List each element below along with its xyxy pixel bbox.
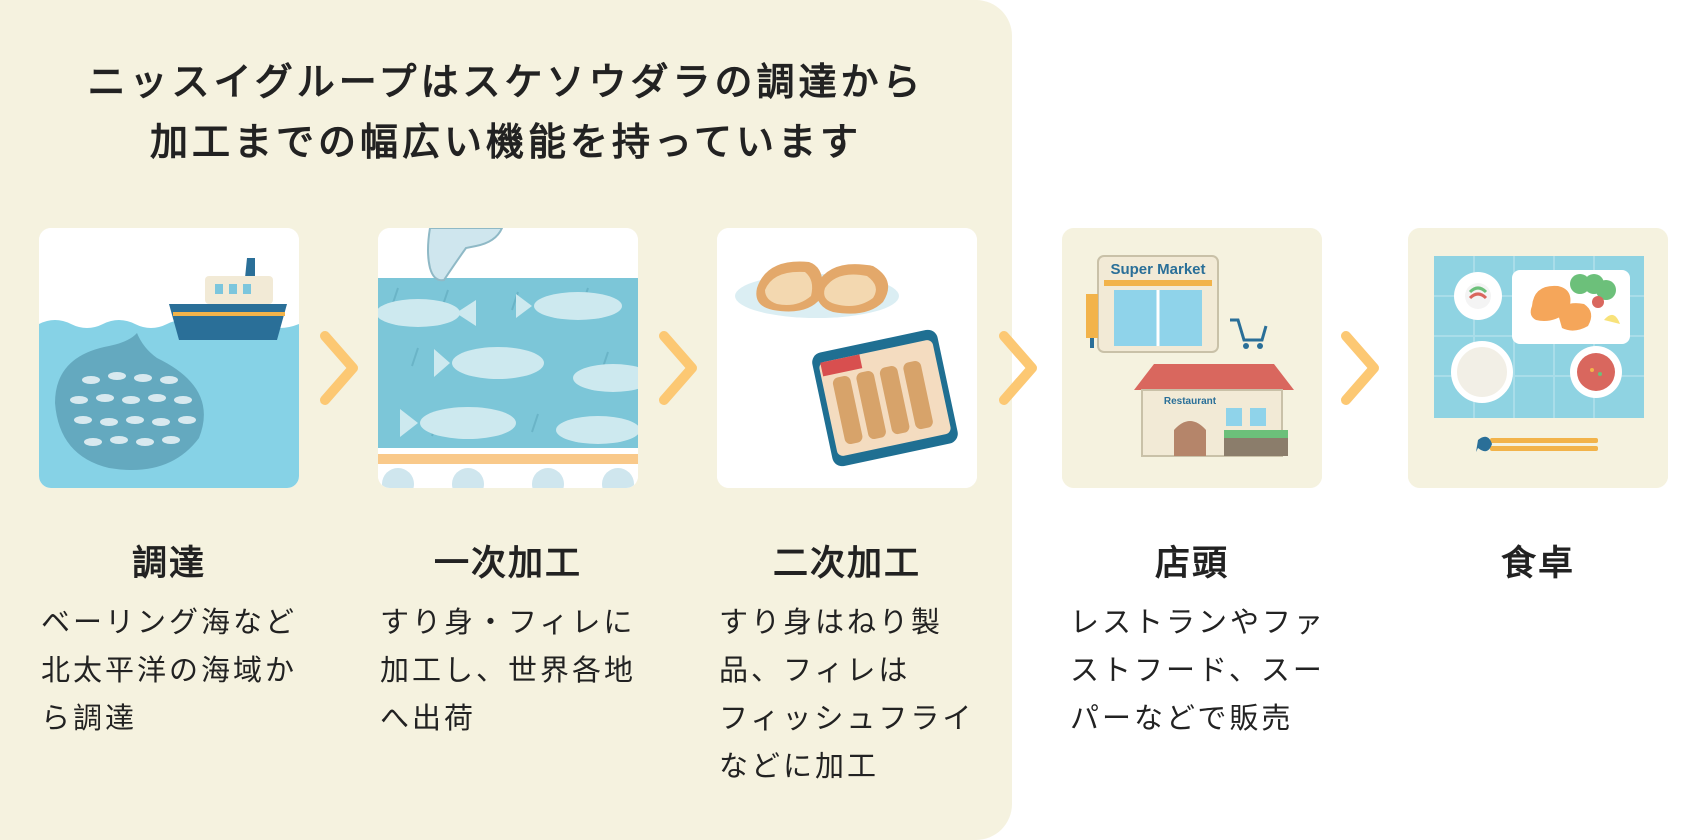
supermarket-sign: Super Market xyxy=(1110,261,1205,278)
desc-line: すり身はねり製 xyxy=(719,605,944,639)
chevron-right-icon xyxy=(1341,331,1379,405)
headline-line-2: 加工までの幅広い機能を持っています xyxy=(149,120,863,164)
supermarket-restaurant-icon: Super Market Restaurant xyxy=(1062,228,1322,488)
desc-line: などに加工 xyxy=(719,749,880,783)
step-desc-store-front: レストランやファ ストフード、スー パーなどで販売 xyxy=(1070,598,1332,742)
desc-line: ストフード、スー xyxy=(1070,653,1325,687)
desc-line: 品、フィレは xyxy=(719,653,911,687)
fishing-boat-net-icon xyxy=(39,228,299,488)
step-title-dining-table: 食卓 xyxy=(1500,544,1575,584)
step-title-primary-processing: 一次加工 xyxy=(433,544,582,584)
page-headline: ニッスイグループはスケソウダラの調達から 加工までの幅広い機能を持っています xyxy=(0,52,1012,172)
headline-line-1: ニッスイグループはスケソウダラの調達から xyxy=(87,60,925,104)
chevron-right-icon xyxy=(999,331,1037,405)
desc-line: 北太平洋の海域か xyxy=(41,653,298,687)
desc-line: パーなどで販売 xyxy=(1070,701,1294,735)
restaurant-sign: Restaurant xyxy=(1164,396,1217,407)
desc-line: ベーリング海など xyxy=(41,605,298,639)
chevron-right-icon xyxy=(659,331,697,405)
step-desc-secondary-processing: すり身はねり製 品、フィレは フィッシュフライ などに加工 xyxy=(719,598,981,790)
chevron-right-icon xyxy=(320,331,358,405)
fish-fry-package-icon xyxy=(717,228,977,488)
fish-processing-icon xyxy=(378,228,638,488)
desc-line: ら調達 xyxy=(41,701,138,735)
desc-line: レストランやファ xyxy=(1070,605,1327,639)
step-title-store-front: 店頭 xyxy=(1154,544,1229,584)
step-desc-procurement: ベーリング海など 北太平洋の海域か ら調達 xyxy=(41,598,303,742)
step-desc-primary-processing: すり身・フィレに 加工し、世界各地 へ出荷 xyxy=(380,598,642,742)
desc-line: フィッシュフライ xyxy=(719,701,975,735)
step-title-secondary-processing: 二次加工 xyxy=(772,544,921,584)
step-title-procurement: 調達 xyxy=(131,544,206,584)
desc-line: 加工し、世界各地 xyxy=(380,653,637,687)
desc-line: すり身・フィレに xyxy=(380,605,636,639)
dining-table-icon xyxy=(1408,228,1668,488)
desc-line: へ出荷 xyxy=(380,701,477,735)
